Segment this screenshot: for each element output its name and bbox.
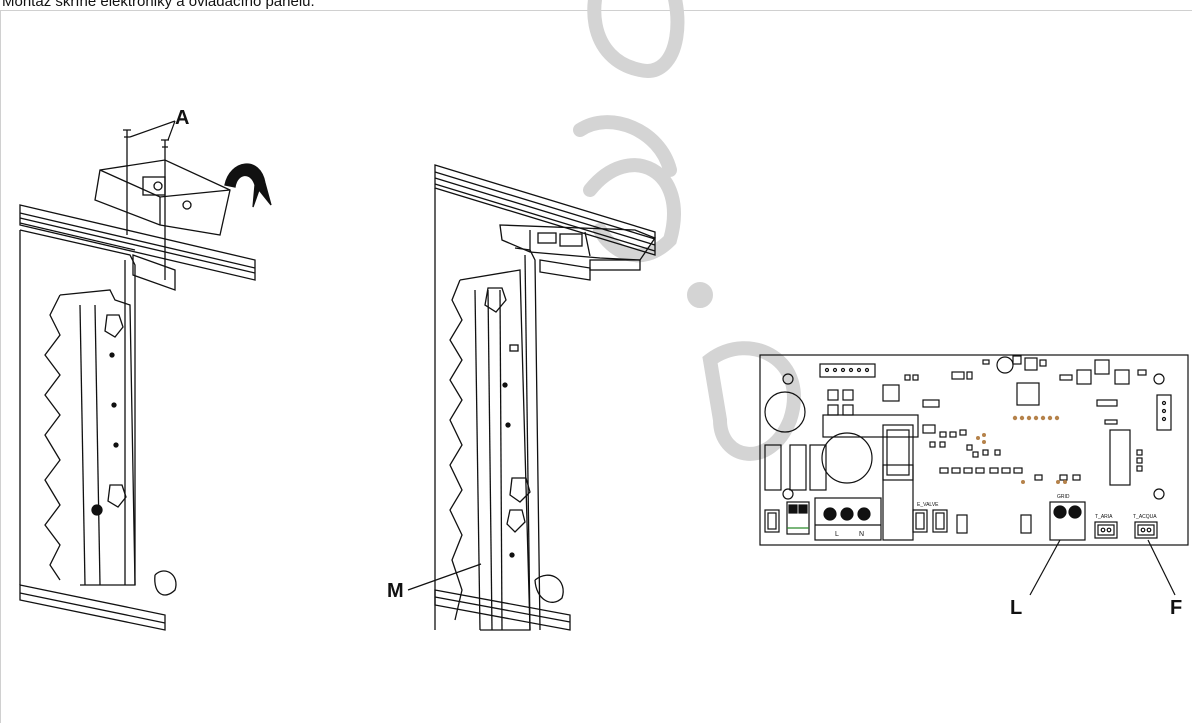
label-terminal-n: N xyxy=(859,531,864,538)
label-t-aria: T_ARIA xyxy=(1095,514,1113,520)
page-title: Montáž skříně elektroniky a ovládacího p… xyxy=(2,0,315,10)
callout-a-leader xyxy=(129,120,176,141)
callout-m: M xyxy=(387,580,404,602)
label-grid: GRID xyxy=(1057,494,1070,500)
callout-f: F xyxy=(1170,597,1183,619)
label-t-acqua: T_ACQUA xyxy=(1133,514,1157,520)
figure-1-assembly-illustration xyxy=(19,129,272,631)
label-e-valve: E_VALVE xyxy=(917,502,939,508)
callout-l: L xyxy=(1010,597,1023,619)
callout-m-leader xyxy=(407,563,482,591)
figure-3-control-board: E_VALVE GRID T_ARIA T_ACQUA L N xyxy=(759,354,1189,596)
figure-2-assembly-illustration xyxy=(434,164,656,631)
label-terminal-l: L xyxy=(835,531,839,538)
callout-a: A xyxy=(175,107,190,129)
